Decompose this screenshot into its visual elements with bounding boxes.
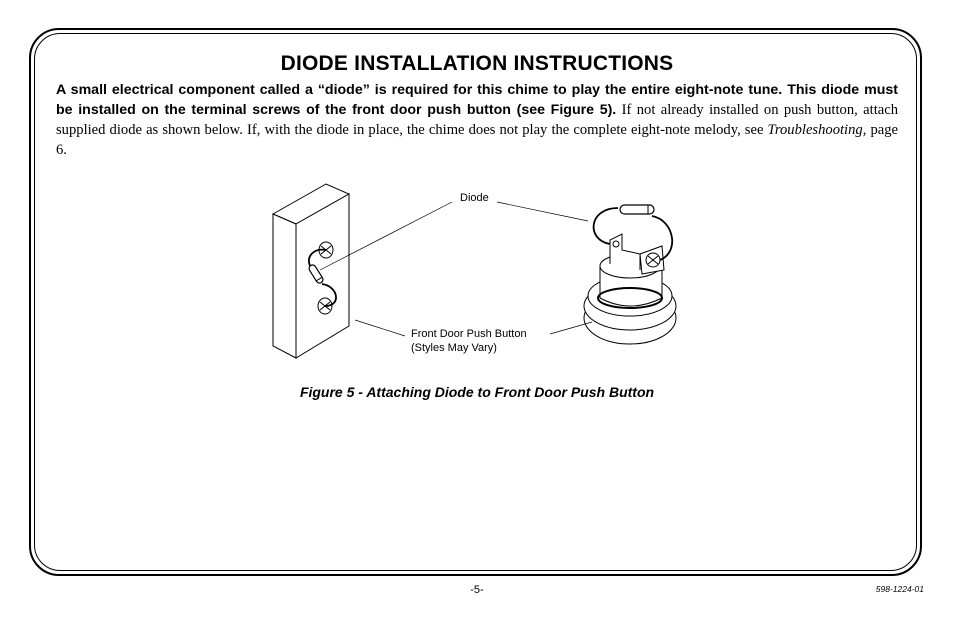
page-title: DIODE INSTALLATION INSTRUCTIONS (280, 52, 674, 75)
figure-5: Diode Front Door Push Button (Styles May… (262, 178, 702, 378)
diode-illustration (271, 183, 677, 359)
push-button-label: Front Door Push Button (411, 328, 527, 340)
round-push-button-icon (583, 204, 677, 345)
figure-caption: Figure 5 - Attaching Diode to Front Door… (299, 384, 655, 400)
rectangular-push-button-icon (271, 183, 351, 359)
push-button-styles-label: (Styles May Vary) (411, 342, 497, 354)
intro-bold-text: A small electrical component called a “d… (56, 82, 898, 118)
diode-label: Diode (460, 192, 489, 204)
page-border-inner (34, 33, 917, 571)
document-number: 598-1224-01 (875, 584, 924, 594)
leader-lines (319, 201, 593, 337)
page-border-outer (29, 28, 922, 576)
intro-regular-text: If not already installed on push button,… (56, 102, 899, 138)
intro-paragraph: A small electrical component called a “d… (56, 80, 898, 160)
troubleshooting-reference: Troubleshooting, (767, 122, 867, 138)
page-number: -5- (470, 584, 484, 596)
intro-page-reference: page 6. (56, 122, 898, 158)
